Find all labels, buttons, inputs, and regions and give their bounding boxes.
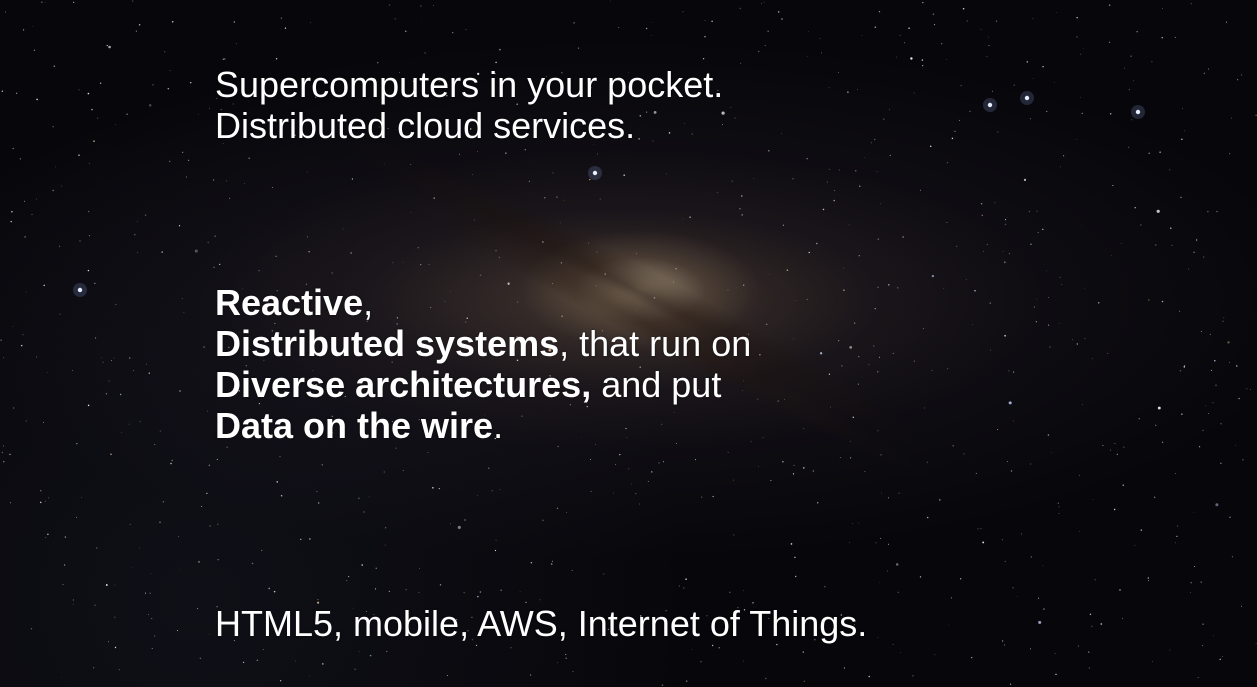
key-point-reactive-bold: Reactive — [215, 282, 364, 323]
key-points: Reactive, Distributed systems, that run … — [215, 282, 751, 446]
intro-text: Supercomputers in your pocket. Distribut… — [215, 64, 723, 146]
technologies-line: HTML5, mobile, AWS, Internet of Things. — [215, 603, 868, 644]
key-point-diverse-rest: and put — [591, 364, 722, 405]
key-point-reactive-rest: , — [363, 282, 374, 323]
intro-line-1: Supercomputers in your pocket. — [215, 64, 724, 105]
key-point-diverse: Diverse architectures, and put — [215, 364, 751, 405]
key-point-distributed-bold: Distributed systems — [215, 323, 560, 364]
key-point-data: Data on the wire. — [215, 405, 751, 446]
key-point-data-rest: . — [493, 405, 504, 446]
key-point-data-bold: Data on the wire — [215, 405, 494, 446]
key-point-distributed-rest: , that run on — [559, 323, 752, 364]
key-point-distributed: Distributed systems, that run on — [215, 323, 751, 364]
intro-line-2: Distributed cloud services. — [215, 105, 636, 146]
key-point-diverse-bold: Diverse architectures, — [215, 364, 592, 405]
key-point-reactive: Reactive, — [215, 282, 751, 323]
